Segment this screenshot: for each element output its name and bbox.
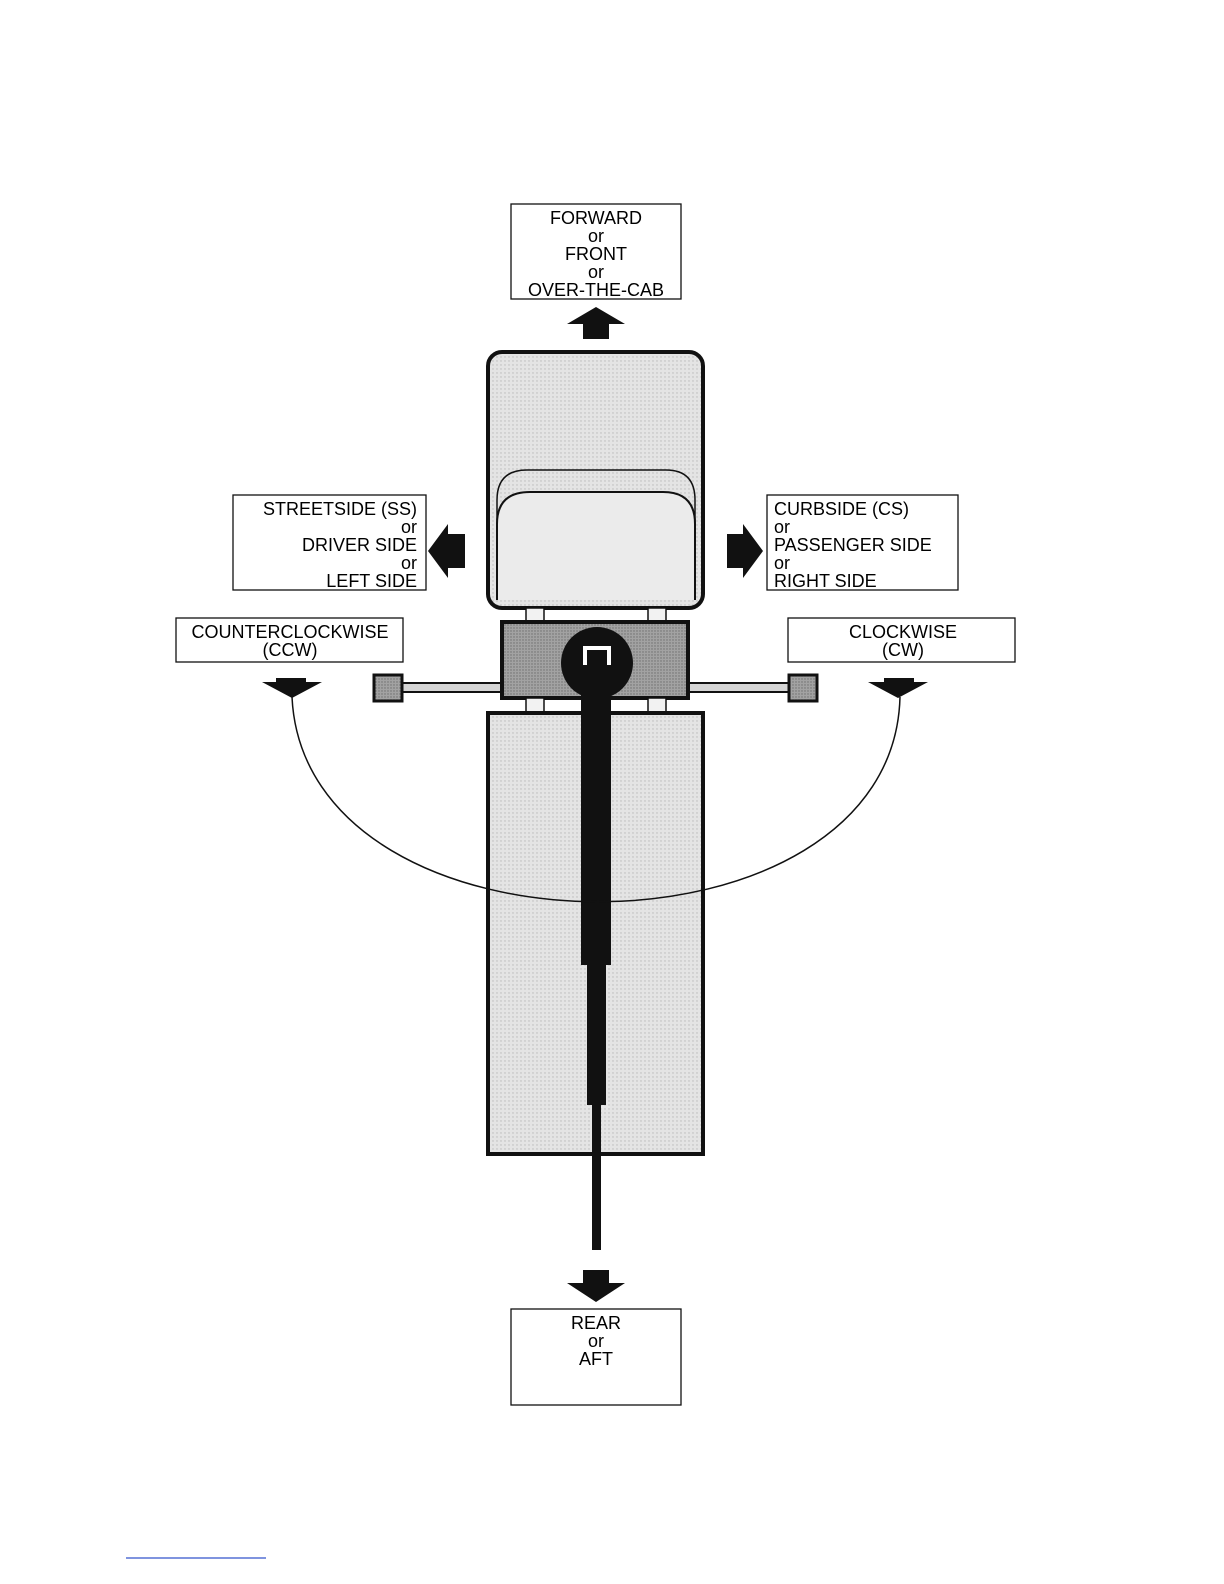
forward-label-line: or: [588, 226, 604, 246]
cab-connector-left: [526, 608, 544, 622]
streetside-arrow: [428, 524, 465, 578]
curbside-label-line: RIGHT SIDE: [774, 571, 877, 591]
forward-label-box: FORWARD or FRONT or OVER-THE-CAB: [511, 204, 681, 300]
curbside-label-line: CURBSIDE (CS): [774, 499, 909, 519]
rear-label-line: AFT: [579, 1349, 613, 1369]
forward-label-line: FORWARD: [550, 208, 642, 228]
outrigger-pad-left: [374, 675, 402, 701]
curbside-label-line: or: [774, 517, 790, 537]
rear-label-box: REAR or AFT: [511, 1309, 681, 1405]
cab-connector-right: [648, 608, 666, 622]
curbside-label-box: CURBSIDE (CS) or PASSENGER SIDE or RIGHT…: [767, 495, 958, 591]
cab-windshield-inner: [497, 492, 695, 600]
ccw-arrow: [262, 678, 322, 698]
streetside-label-line: or: [401, 517, 417, 537]
forward-label-line: FRONT: [565, 244, 627, 264]
rear-label-line: or: [588, 1331, 604, 1351]
outrigger-pad-right: [789, 675, 817, 701]
streetside-label-box: STREETSIDE (SS) or DRIVER SIDE or LEFT S…: [233, 495, 426, 591]
forward-label-line: or: [588, 262, 604, 282]
streetside-label-line: or: [401, 553, 417, 573]
body-connector-right: [648, 698, 666, 713]
rear-arrow: [567, 1270, 625, 1302]
curbside-label-line: PASSENGER SIDE: [774, 535, 932, 555]
curbside-arrow: [727, 524, 763, 578]
cw-label-box: CLOCKWISE (CW): [788, 618, 1015, 662]
forward-label-line: OVER-THE-CAB: [528, 280, 664, 300]
streetside-label-line: DRIVER SIDE: [302, 535, 417, 555]
outrigger-arm-right: [684, 683, 794, 692]
boom-tip-section: [592, 1105, 601, 1250]
boom-mid-section: [587, 965, 606, 1105]
ccw-label-line: (CCW): [263, 640, 318, 660]
ccw-label-line: COUNTERCLOCKWISE: [191, 622, 388, 642]
outrigger-arm-left: [398, 683, 508, 692]
cw-label-line: CLOCKWISE: [849, 622, 957, 642]
curbside-label-line: or: [774, 553, 790, 573]
cw-label-line: (CW): [882, 640, 924, 660]
ccw-label-box: COUNTERCLOCKWISE (CCW): [176, 618, 403, 662]
forward-arrow: [567, 307, 625, 339]
cw-arrow: [868, 678, 928, 698]
body-connector-left: [526, 698, 544, 713]
rear-label-line: REAR: [571, 1313, 621, 1333]
boom-main-section: [581, 665, 611, 965]
streetside-label-line: LEFT SIDE: [326, 571, 417, 591]
streetside-label-line: STREETSIDE (SS): [263, 499, 417, 519]
